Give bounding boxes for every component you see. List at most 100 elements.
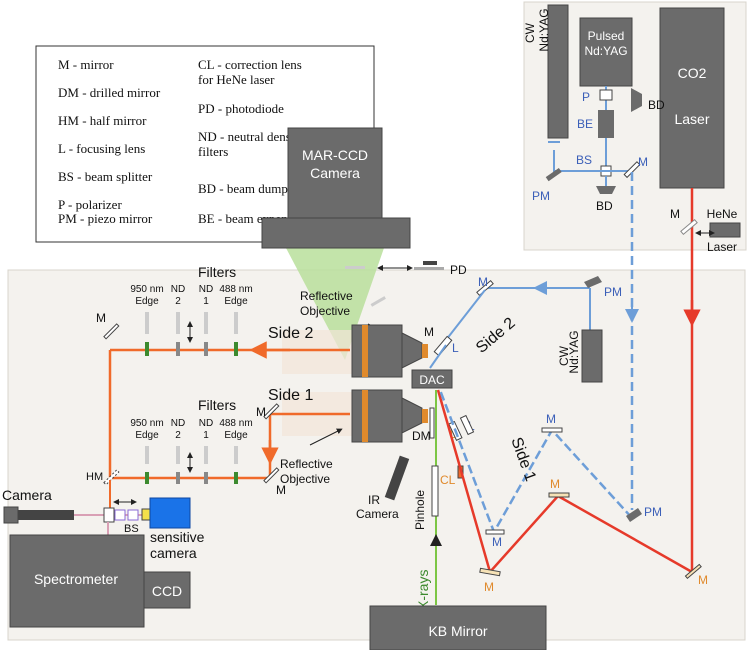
pm-label: PM — [532, 189, 550, 203]
piezo-mirror: PM — [532, 167, 562, 203]
p-label: P — [582, 90, 590, 104]
legend-item: for HeNe laser — [198, 72, 275, 87]
cw-mid-label: Nd:YAG — [567, 330, 581, 373]
pd-pickoff — [345, 266, 365, 269]
mirror: M — [623, 155, 648, 179]
m-label: M — [638, 155, 648, 169]
sensitive-camera: sensitive camera — [149, 497, 205, 561]
cw-mid-label: CW — [557, 345, 571, 366]
beam-dumper-top: BD — [631, 88, 665, 112]
filter-label: ND — [171, 418, 185, 429]
m-label: M — [492, 535, 502, 549]
filter-label: 950 nm — [130, 418, 163, 429]
objective-label-upper: Objective — [300, 304, 350, 318]
hene-laser: HeNe Laser — [707, 207, 741, 254]
mirror-blue-top: M — [541, 412, 563, 433]
sensitive-label: camera — [150, 545, 197, 561]
objective-label-lower: Reflective — [280, 457, 333, 471]
drilled-mirror-dac: DM — [412, 407, 435, 443]
filter-label: 1 — [203, 296, 209, 307]
l-label: L — [452, 341, 459, 355]
dac-label: DAC — [419, 373, 445, 387]
filter-label: Edge — [224, 430, 248, 441]
ir-label: IR — [368, 493, 380, 507]
legend-item: BS - beam splitter — [58, 169, 153, 184]
filter-label: 1 — [203, 430, 209, 441]
sensitive-label: sensitive — [150, 529, 205, 545]
hene-label: Laser — [707, 240, 737, 254]
bs-label: BS — [124, 523, 139, 535]
m-label: M — [96, 311, 106, 325]
objective-label-lower: Objective — [280, 472, 330, 486]
filter-label: Edge — [135, 296, 159, 307]
blue-beam-side1 — [438, 389, 633, 535]
side2-objective — [282, 324, 428, 378]
piezo-mirror-side2: PM — [584, 276, 622, 299]
filters-upper — [145, 312, 238, 356]
objective-label-upper: Reflective — [300, 289, 353, 303]
mirror-red-right: M — [684, 563, 708, 587]
filter-label: Edge — [135, 430, 159, 441]
legend-item: L - focusing lens — [58, 141, 145, 156]
m-label: M — [256, 405, 266, 419]
co2-laser: CO2 Laser — [659, 7, 725, 189]
mirror-side2: M — [476, 275, 494, 297]
lens-side2: L — [433, 335, 459, 357]
spectrometer-label: Spectrometer — [34, 571, 118, 587]
bs-label: BS — [576, 153, 592, 167]
m-label: M — [478, 275, 488, 289]
filter-labels-lower: 950 nm Edge ND 2 ND 1 488 nm Edge — [130, 418, 252, 441]
filter-label: 488 nm — [219, 418, 252, 429]
bd-label: BD — [596, 199, 613, 213]
ccd-label: CCD — [152, 583, 182, 599]
dm-label: DM — [412, 429, 431, 443]
mar-ccd-label: MAR-CCD — [302, 147, 368, 163]
side2-big-label: Side 2 — [268, 325, 313, 342]
mirror-lower-top: M — [256, 403, 280, 420]
filter-label: ND — [199, 418, 213, 429]
cw-top-cw: CW — [523, 22, 537, 43]
mirror-red-bottom: M — [479, 567, 501, 594]
cw-top-ndyag: Nd:YAG — [537, 8, 551, 51]
photodiode: PD — [414, 261, 467, 277]
pinhole-label: Pinhole — [413, 490, 427, 530]
legend-item: ND - neutral density — [198, 129, 305, 144]
hm-label: HM — [86, 471, 103, 483]
mirror-upper-left: M — [96, 311, 120, 340]
cw-ndyag-top — [547, 4, 569, 139]
mirror-lower-bottom: M — [263, 467, 286, 497]
kb-mirror: KB Mirror — [369, 605, 547, 650]
m-label: M — [424, 325, 434, 339]
m-label: M — [670, 207, 680, 221]
legend-item: BD - beam dumper — [198, 181, 299, 196]
filter-label: 488 nm — [219, 284, 252, 295]
camera-left: Camera — [2, 487, 74, 524]
co2-label: CO2 — [678, 65, 707, 81]
filter-label: 950 nm — [130, 284, 163, 295]
kb-label: KB Mirror — [428, 623, 487, 639]
filters-title: Filters — [198, 264, 236, 280]
red-beam-path — [436, 389, 693, 575]
filter-label: 2 — [175, 430, 181, 441]
m-label: M — [484, 580, 494, 594]
spectrometer: Spectrometer CCD — [9, 534, 191, 628]
m-label: M — [546, 412, 556, 426]
beam-expander — [598, 110, 614, 138]
m-label: M — [550, 477, 560, 491]
mar-ccd-label: Camera — [310, 165, 360, 181]
ir-label: Camera — [356, 507, 399, 521]
filter-label: 2 — [175, 296, 181, 307]
diffraction-cone — [286, 248, 384, 360]
bd-label: BD — [648, 98, 665, 112]
polarizer — [599, 89, 613, 101]
filter-label: Edge — [224, 296, 248, 307]
pulsed-label: Pulsed — [588, 29, 625, 43]
filter-labels-upper: 950 nm Edge ND 2 ND 1 488 nm Edge — [130, 284, 252, 307]
half-mirror: HM — [86, 469, 120, 486]
filters-lower — [145, 446, 238, 484]
side1-big-label: Side 1 — [268, 387, 313, 404]
legend-item: DM - drilled mirror — [58, 85, 161, 100]
pd-label: PD — [450, 263, 467, 277]
